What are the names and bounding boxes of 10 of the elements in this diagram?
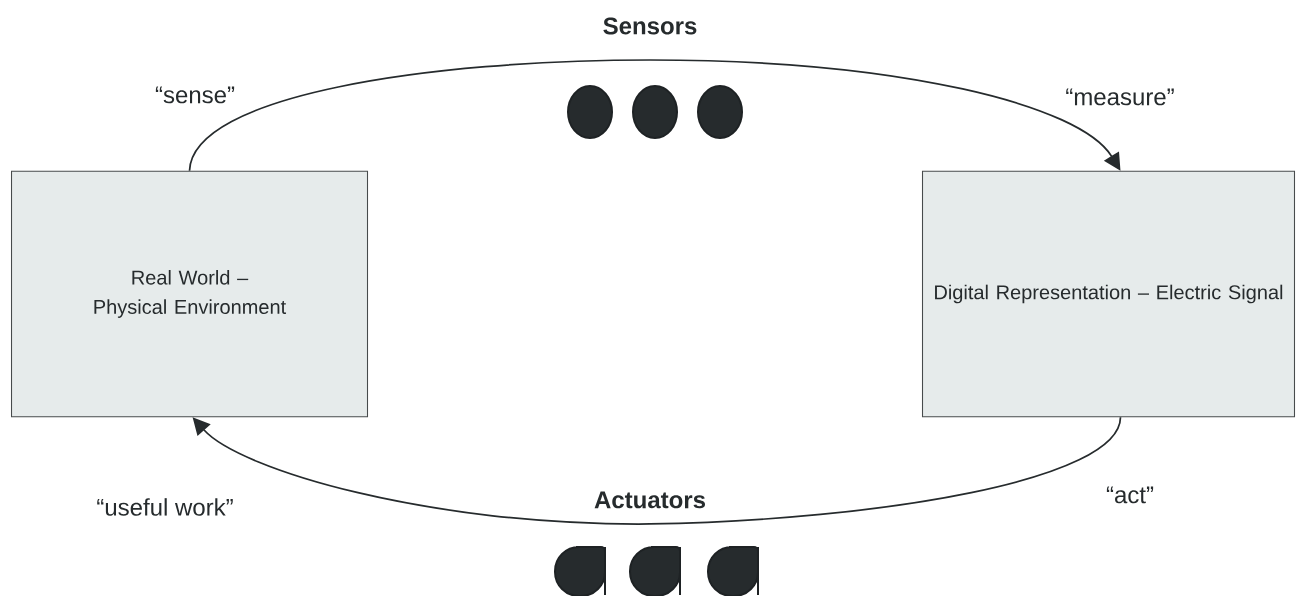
process-box: Real World – Physical Environment (11, 170, 369, 418)
edge-label: Actuators (594, 491, 705, 509)
step-label: “sense” (155, 86, 235, 104)
arrow (192, 416, 1122, 525)
arrow (188, 59, 1121, 172)
edge-label: Sensors (603, 17, 697, 35)
step-label: “measure” (1066, 88, 1174, 106)
step-label: “useful work” (97, 498, 233, 516)
process-box: Digital Representation – Electric Signal (921, 170, 1296, 418)
step-label: “act” (1106, 486, 1154, 504)
